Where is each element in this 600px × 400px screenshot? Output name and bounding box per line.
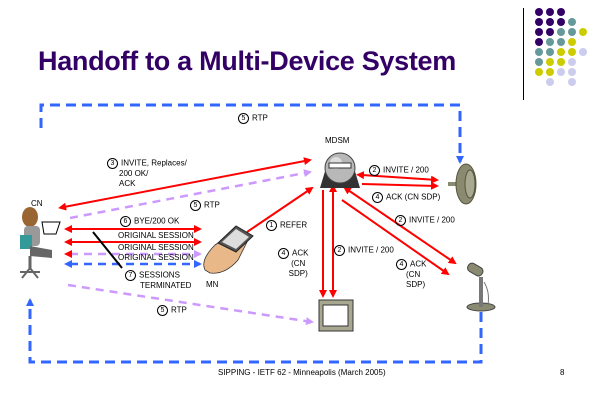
decor-dot xyxy=(535,28,543,36)
decor-dot xyxy=(535,18,543,26)
original-session-label-3: ORIGINAL SESSION xyxy=(118,253,194,262)
microphone-icon xyxy=(466,262,496,312)
display-monitor-icon xyxy=(318,299,354,332)
rtp-path-bottom xyxy=(26,298,483,364)
decor-dot xyxy=(579,48,587,56)
ack-speaker-arrow xyxy=(361,181,439,190)
decor-dot xyxy=(568,68,576,76)
invite-replaces-arrow xyxy=(58,157,312,211)
decor-dot xyxy=(557,38,565,46)
cn-person-icon xyxy=(20,207,61,279)
rtp-cn-mdsm xyxy=(69,169,312,220)
decor-dot xyxy=(546,48,554,56)
page-number: 8 xyxy=(560,368,565,377)
decor-dot xyxy=(546,78,554,86)
decor-dot xyxy=(579,28,587,36)
decor-dot xyxy=(557,48,565,56)
decor-dot xyxy=(557,8,565,16)
mn-handheld-icon xyxy=(203,225,254,274)
decor-dot xyxy=(568,28,576,36)
decor-dot xyxy=(546,58,554,66)
terminate-slash xyxy=(92,231,123,269)
rtp-path-top xyxy=(39,103,464,164)
decor-dot xyxy=(535,58,543,66)
slide-title: Handoff to a Multi-Device System xyxy=(38,46,456,76)
decor-dot xyxy=(568,38,576,46)
decor-dot xyxy=(557,18,565,26)
decor-dot xyxy=(557,28,565,36)
decor-dot xyxy=(557,68,565,76)
slide-footer: SIPPING - IETF 62 - Minneapolis (March 2… xyxy=(218,368,386,377)
invite-mic-arrow xyxy=(343,186,457,265)
decor-dot xyxy=(568,18,576,26)
mdsm-server-icon xyxy=(320,152,360,188)
original-session-label-1: ORIGINAL SESSION xyxy=(118,231,194,240)
decor-dot xyxy=(546,18,554,26)
mn-label: MN xyxy=(206,280,219,289)
decor-dot xyxy=(535,38,543,46)
title-divider xyxy=(523,8,524,100)
decor-dot xyxy=(546,8,554,16)
decor-dot xyxy=(535,8,543,16)
decor-dot xyxy=(535,48,543,56)
decor-dot xyxy=(568,58,576,66)
decor-dot xyxy=(546,68,554,76)
decor-dot xyxy=(568,48,576,56)
decor-dot xyxy=(568,78,576,86)
cn-label: CN xyxy=(31,199,43,208)
mdsm-label: MDSM xyxy=(325,136,350,145)
decor-dot xyxy=(535,68,543,76)
ack-mic-arrow xyxy=(341,199,450,276)
original-session-label-2: ORIGINAL SESSION xyxy=(118,243,194,252)
decor-dot xyxy=(557,58,565,66)
decor-dot xyxy=(546,38,554,46)
decor-dot xyxy=(546,28,554,36)
refer-arrow xyxy=(246,186,314,233)
speaker-icon xyxy=(448,163,477,205)
